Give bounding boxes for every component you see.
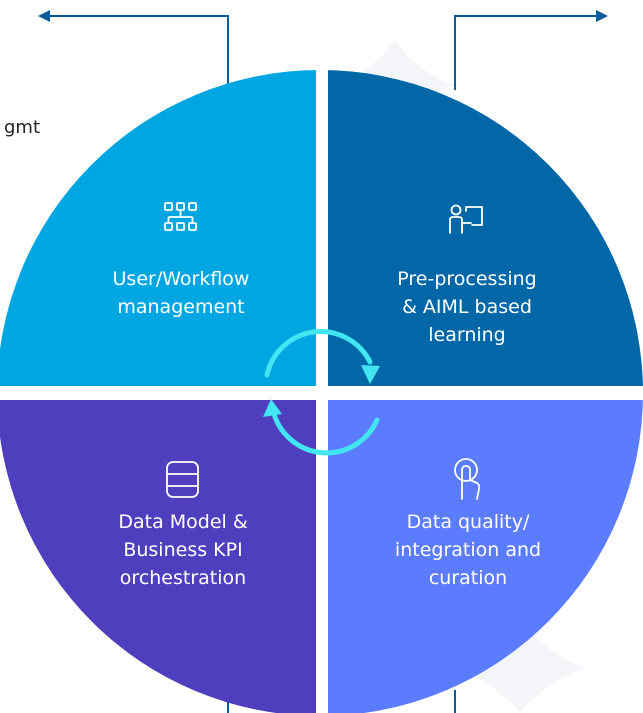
quadrant-label-line: integration and [395, 539, 541, 561]
presenter-icon [449, 204, 483, 234]
cycle-arrows [263, 329, 380, 456]
touch-icon [454, 458, 481, 500]
connector-top-left-arrowhead [38, 10, 50, 22]
quadrant-label-line: management [117, 296, 244, 318]
cycle-arrow-top [264, 329, 373, 378]
quadrant-label-line: curation [429, 567, 507, 589]
quadrant-label-line: Data Model & [118, 511, 247, 533]
quadrant-label-line: Business KPI [123, 539, 242, 561]
cycle-arrowhead-bottom [263, 399, 282, 417]
side-label: gmt [4, 117, 40, 138]
quadrant-labels: User/Workflow management Pre-processing & A… [113, 268, 542, 589]
quadrant-label-bottom-left: Data Model & Business KPI orchestration [118, 511, 247, 589]
quadrant-label-line: Pre-processing [397, 268, 536, 290]
quadrant-label-line: & AIML based [402, 296, 532, 318]
quadrant-label-top-left: User/Workflow management [113, 268, 250, 318]
quadrant-group [0, 60, 643, 713]
quadrant-label-line: Data quality/ [407, 511, 530, 533]
quadrant-label-line: orchestration [120, 567, 246, 589]
cycle-arrowhead-top [361, 365, 380, 384]
connector-top-right-arrowhead [596, 10, 608, 22]
quadrant-user-workflow[interactable] [0, 60, 316, 386]
database-icon [166, 461, 199, 498]
quadrant-label-bottom-right: Data quality/integration and curation [395, 511, 541, 589]
quadrant-label-line: User/Workflow [113, 268, 250, 290]
connector-top-left [50, 15, 229, 90]
quadrant-label-top-right: Pre-processing & AIML based learning [397, 268, 536, 346]
quadrant-label-line: learning [428, 324, 506, 346]
connector-top-right [454, 15, 596, 90]
cycle-arrow-bottom [270, 407, 380, 456]
workflow-icon [164, 202, 197, 231]
